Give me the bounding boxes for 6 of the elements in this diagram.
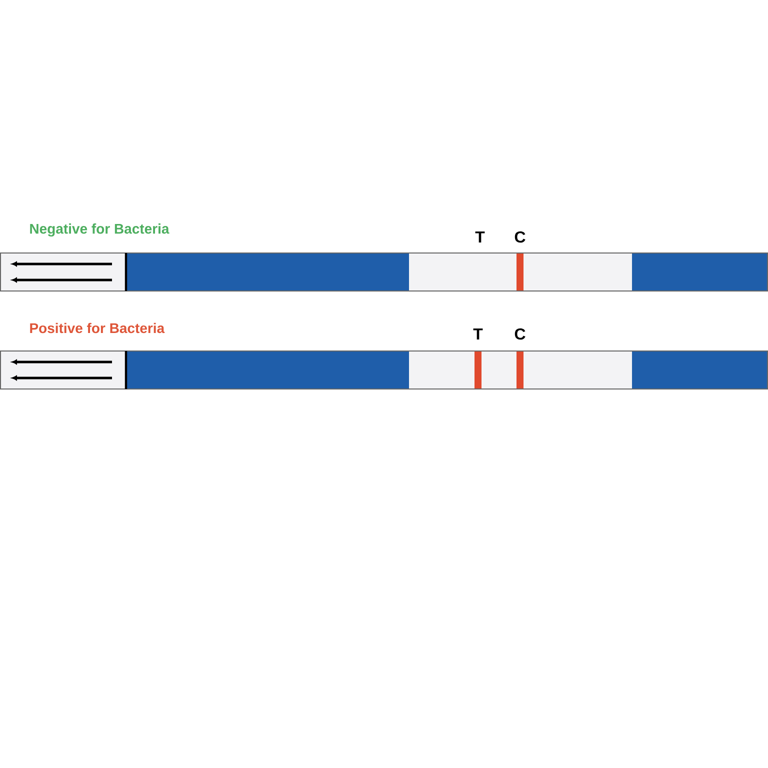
line-label: C — [514, 231, 526, 243]
result-heading: Negative for Bacteria — [30, 223, 170, 237]
result-heading: Positive for Bacteria — [30, 322, 165, 334]
line-label: C — [514, 328, 526, 340]
line-label: T — [475, 231, 485, 242]
line-label: T — [473, 328, 483, 340]
